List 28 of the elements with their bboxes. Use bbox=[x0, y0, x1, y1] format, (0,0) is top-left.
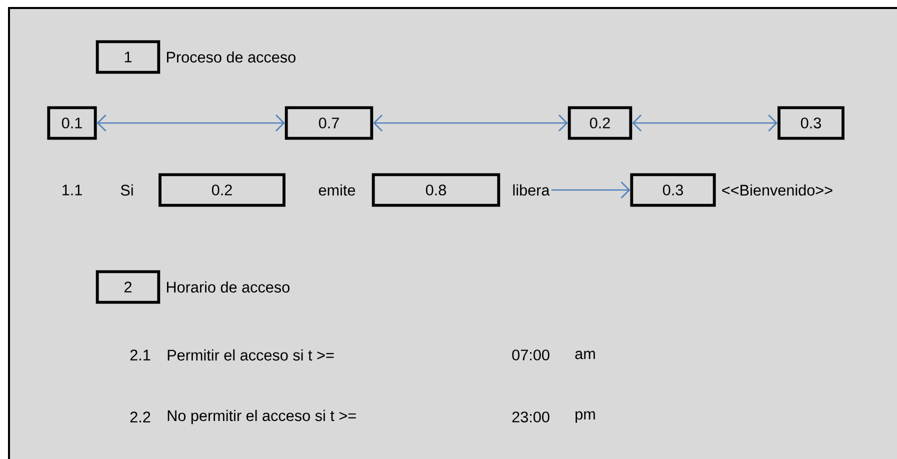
text-label: 1.1 bbox=[62, 184, 82, 196]
text-label: No permitir el acceso si t >= bbox=[168, 410, 356, 424]
text-label: Permitir el acceso si t >= bbox=[168, 349, 334, 361]
text-label: 2.1 bbox=[130, 350, 150, 360]
heading-text: <<Bienvenido>> bbox=[722, 184, 832, 196]
number-box: 0.7 bbox=[284, 106, 374, 140]
number-box: 0.1 bbox=[47, 106, 97, 140]
text-label: libera bbox=[513, 184, 550, 196]
number-box: 1 bbox=[96, 40, 160, 74]
number-box: 0.2 bbox=[158, 173, 286, 207]
number-box: 0.8 bbox=[372, 173, 500, 207]
arrow bbox=[551, 182, 630, 198]
text-label: Si bbox=[120, 184, 133, 196]
number-box: 0.3 bbox=[778, 106, 844, 140]
text-label: am bbox=[575, 350, 595, 360]
text-label: emite bbox=[318, 184, 356, 196]
number-box: 2 bbox=[96, 270, 160, 304]
arrow bbox=[632, 114, 778, 132]
number-box: 0.2 bbox=[568, 106, 632, 140]
heading-text: Horario de acceso bbox=[167, 281, 290, 293]
text-label: pm bbox=[576, 411, 595, 423]
text-label: 07:00 bbox=[512, 350, 550, 360]
text-label: 23:00 bbox=[512, 412, 550, 422]
number-box: 0.3 bbox=[630, 173, 716, 207]
arrow bbox=[373, 114, 568, 132]
text-label: 2.2 bbox=[130, 412, 150, 422]
heading-text: Proceso de acceso bbox=[167, 51, 296, 63]
arrow bbox=[96, 114, 285, 132]
